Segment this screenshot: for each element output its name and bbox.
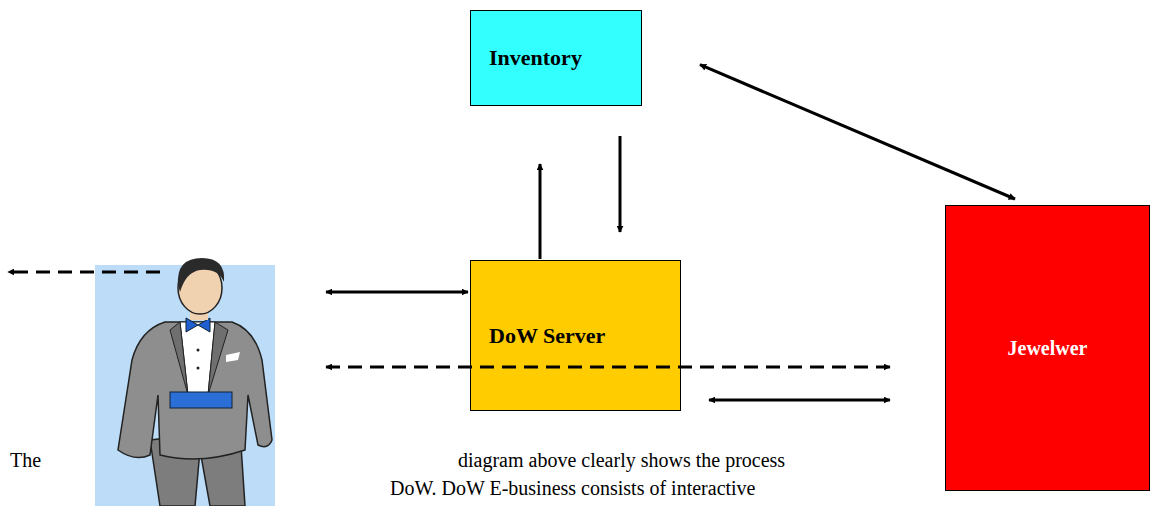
- client-server-arrow: [326, 291, 468, 294]
- node-label: Jewelwer: [1008, 337, 1088, 360]
- server-box: DoW Server: [470, 260, 681, 411]
- node-label: DoW Server: [489, 323, 605, 349]
- body-text: diagram above clearly shows the process: [458, 449, 785, 472]
- jeweler-box: Jewelwer: [945, 205, 1150, 491]
- node-label: Inventory: [489, 45, 582, 71]
- body-text: The: [10, 449, 41, 472]
- connector-arrow: [539, 164, 542, 259]
- body-text: DoW. DoW E-business consists of interact…: [390, 477, 756, 500]
- connector-arrow: [709, 399, 890, 402]
- connector-arrow: [700, 65, 1015, 199]
- inventory-box: Inventory: [470, 10, 642, 106]
- connector-arrow: [619, 136, 622, 232]
- outgoing-arrow: [8, 271, 160, 274]
